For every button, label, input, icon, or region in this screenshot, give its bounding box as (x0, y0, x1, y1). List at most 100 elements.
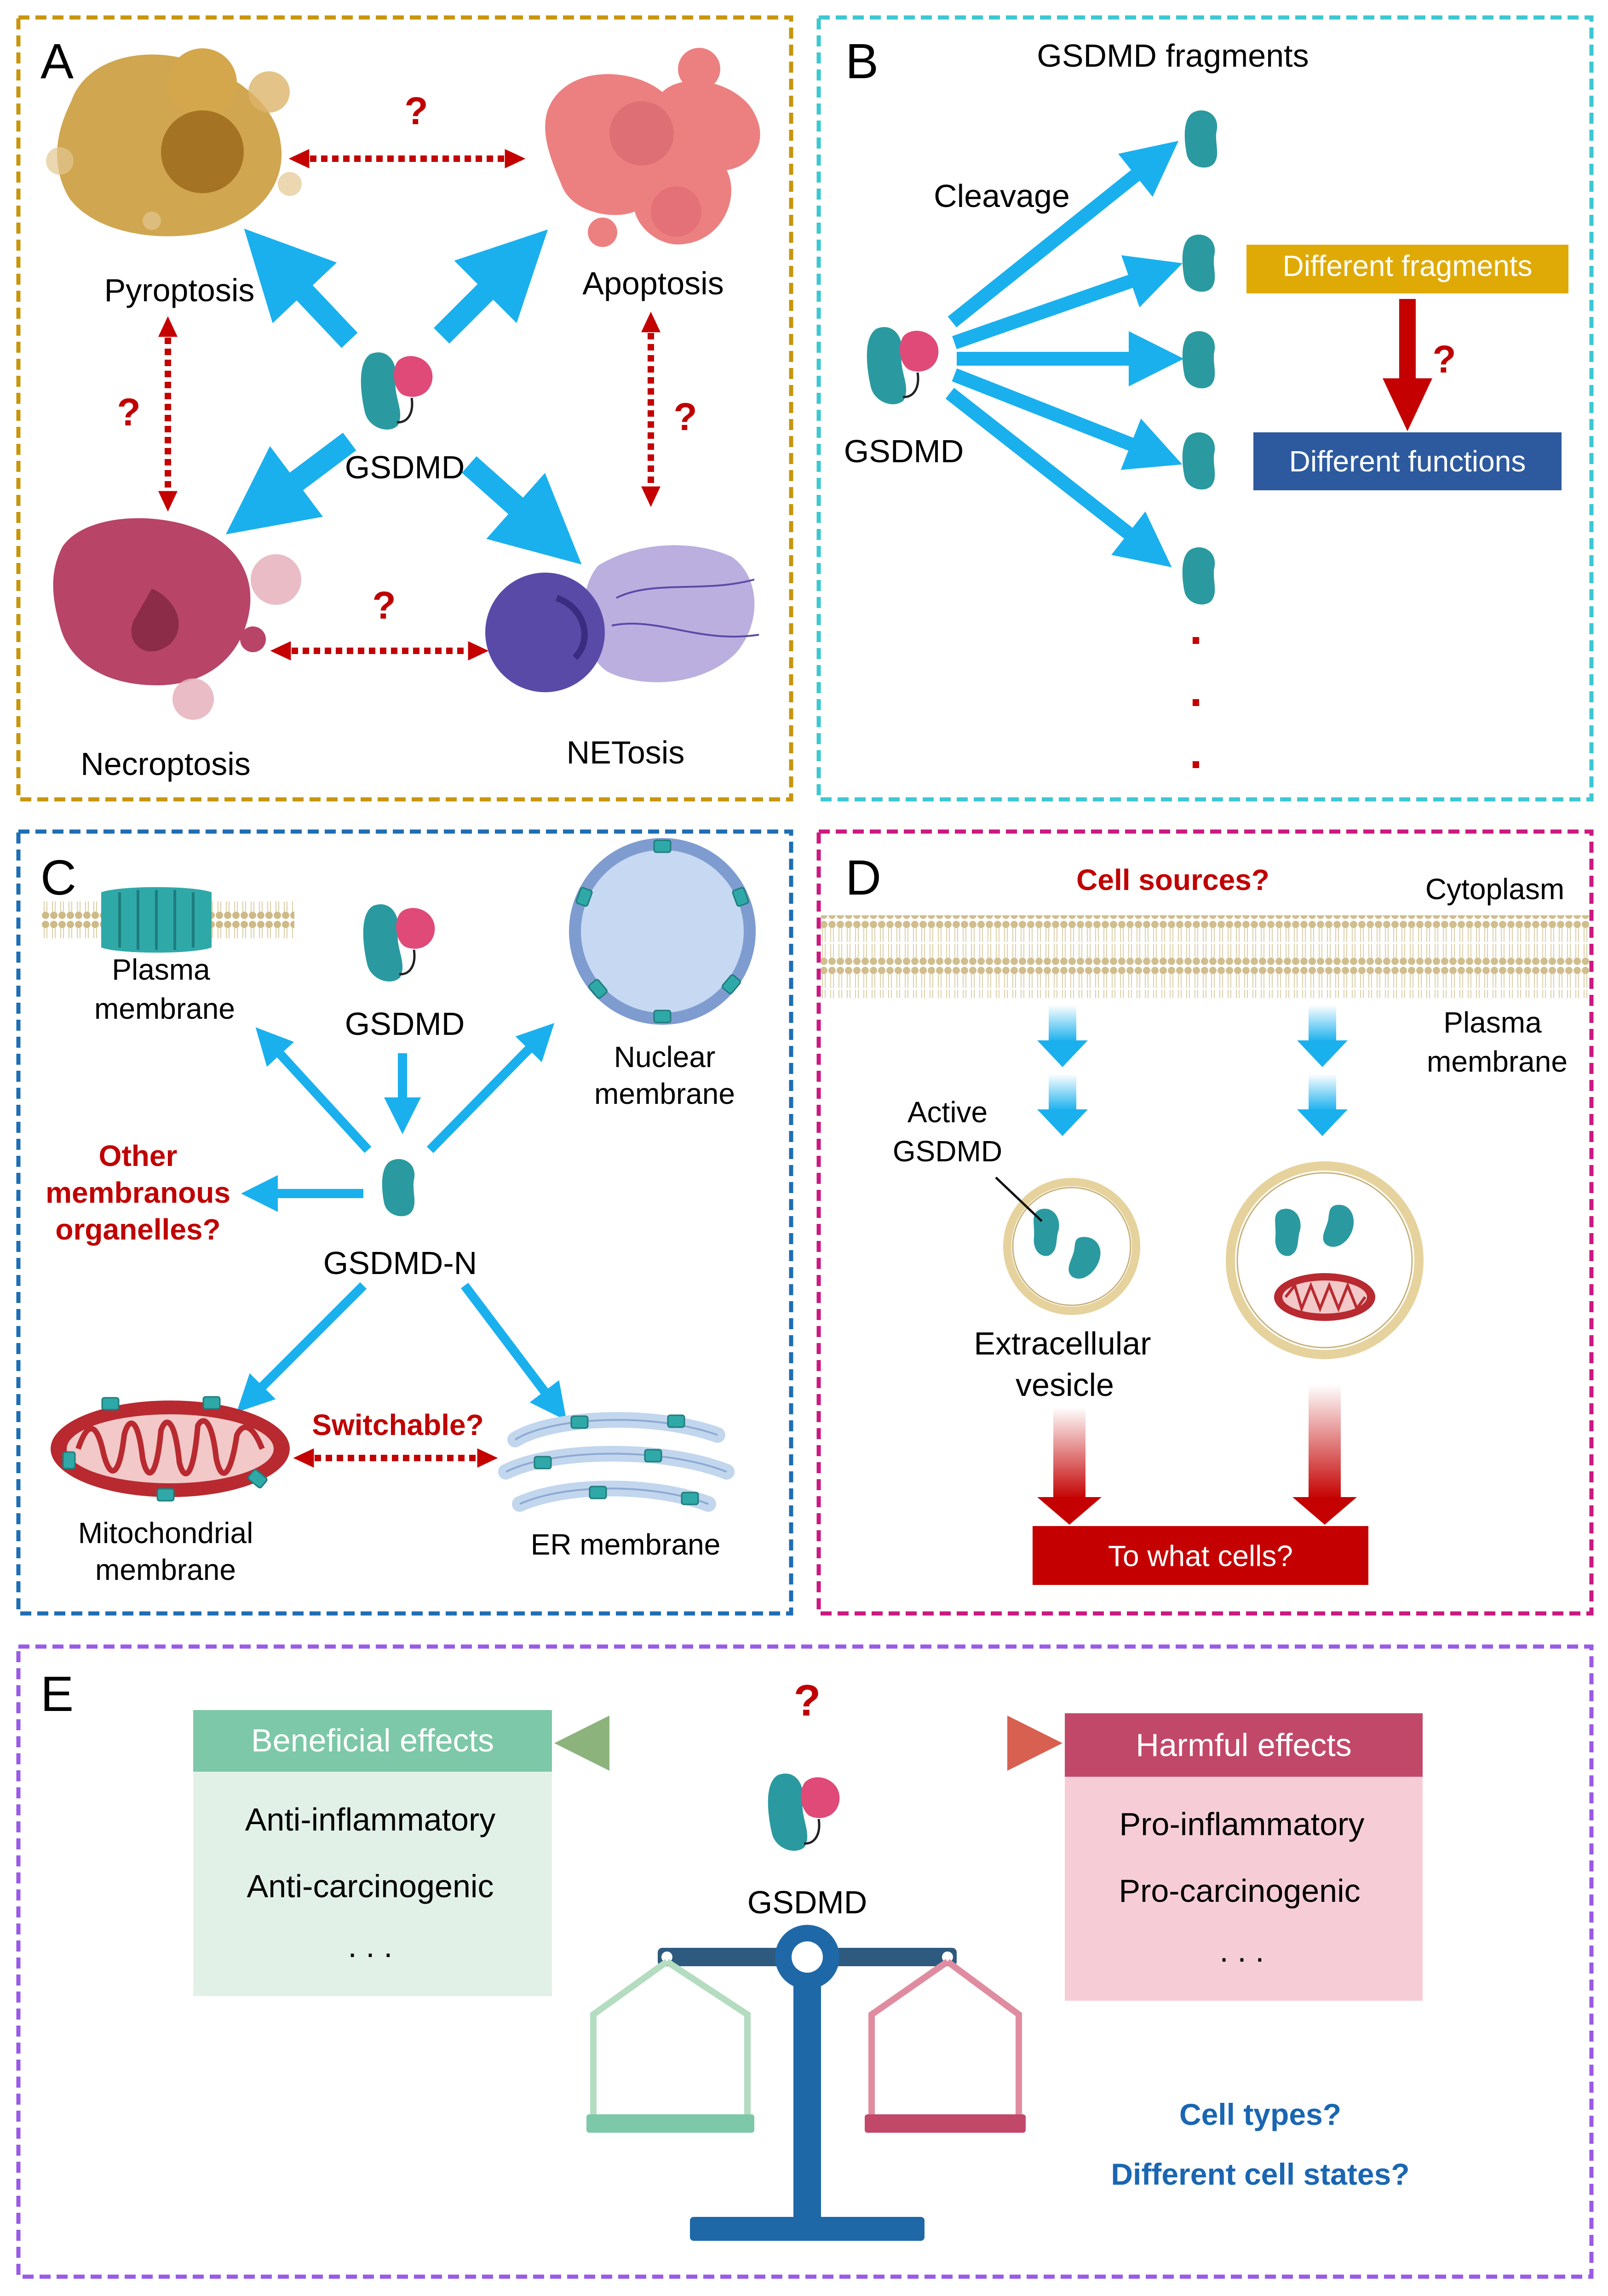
fragment-1 (1184, 110, 1217, 168)
other-organelles-1: Other (99, 1139, 178, 1172)
panel-e-gsdmd-protein (768, 1774, 840, 1851)
effects-balance-arrow (554, 1716, 1062, 1771)
fragment-5 (1182, 547, 1215, 605)
plasma-membrane-d-2: membrane (1427, 1045, 1568, 1078)
panel-c-letter: C (40, 850, 76, 905)
ellipsis-dot-3: . (1189, 727, 1202, 778)
er-membrane-label: ER membrane (531, 1528, 721, 1561)
pyro-apop-question: ? (404, 89, 428, 132)
other-organelles-2: membranous (46, 1176, 230, 1209)
er-graphic (498, 1412, 735, 1512)
ellipsis-dot-2: . (1189, 665, 1202, 716)
target-cells-box (1033, 1526, 1368, 1585)
lipid-bilayer (821, 915, 1589, 998)
plasma-membrane-d-1: Plasma (1443, 1006, 1542, 1039)
switchable-label: Switchable? (312, 1408, 483, 1441)
cleavage-label: Cleavage (934, 178, 1070, 214)
right-delivery-arrow (1292, 1384, 1357, 1525)
ev-label-1: Extracellular (974, 1326, 1151, 1361)
beneficial-item-1: Anti-inflammatory (245, 1802, 496, 1837)
fragments-box-label: Different fragments (1282, 249, 1532, 282)
arrow-to-necroptosis (225, 432, 356, 534)
active-gsdmd-label-1: Active (907, 1096, 988, 1129)
fragment-4 (1182, 432, 1215, 490)
plasma-membrane-label-1: Plasma (112, 953, 210, 986)
necro-net-question: ? (372, 584, 396, 627)
panel-a-letter: A (40, 33, 74, 89)
panel-c: C Plasma membrane GSDMD Nuclear membrane… (16, 829, 793, 1616)
beneficial-item-3: . . . (348, 1928, 392, 1964)
other-organelles-3: organelles? (55, 1213, 220, 1246)
harmful-body (1065, 1777, 1423, 2001)
fragment-arrows (945, 141, 1184, 568)
arrow-to-apoptosis (434, 229, 548, 344)
pyroptosis-cell (46, 48, 302, 236)
small-vesicle (995, 1177, 1140, 1315)
necroptosis-label: Necroptosis (80, 746, 251, 782)
panel-a-border (16, 15, 793, 802)
nuclear-membrane-label-1: Nuclear (614, 1040, 716, 1073)
netosis-label: NETosis (567, 735, 685, 770)
panel-b-title: GSDMD fragments (1037, 38, 1309, 74)
large-vesicle (1226, 1161, 1424, 1359)
beneficial-item-2: Anti-carcinogenic (247, 1868, 494, 1904)
panel-d: D Cell sources? Cytoplasm Plasma membran… (816, 829, 1594, 1616)
harmful-header (1065, 1713, 1423, 1777)
panel-c-gsdmd-protein (363, 904, 435, 982)
balance-scale (586, 1925, 1026, 2241)
arrow-to-netosis (462, 456, 582, 565)
panel-d-border (816, 829, 1594, 1616)
mito-membrane-label-2: membrane (95, 1553, 236, 1586)
panel-a: A Pyroptosis Apoptosis (16, 15, 793, 802)
fragment-3 (1182, 331, 1215, 389)
beneficial-header-label: Beneficial effects (251, 1722, 494, 1758)
left-delivery-arrow (1037, 1407, 1102, 1525)
plasma-membrane-graphic (41, 887, 294, 953)
panel-b-gsdmd-protein (867, 327, 939, 404)
right-secretion-arrows (1297, 1005, 1348, 1136)
apoptosis-cell (545, 48, 760, 247)
apop-net-question: ? (673, 395, 697, 438)
harmful-header-label: Harmful effects (1136, 1727, 1351, 1763)
n-to-mito-arrow (236, 1282, 367, 1412)
active-gsdmd-label-2: GSDMD (893, 1135, 1002, 1168)
functions-box-label: Different functions (1289, 445, 1526, 478)
functions-box (1253, 432, 1562, 490)
panel-b-letter: B (845, 33, 879, 89)
cell-states-label: Different cell states? (1111, 2157, 1409, 2191)
apoptosis-label: Apoptosis (582, 265, 724, 301)
ev-label-2: vesicle (1016, 1367, 1114, 1403)
panel-b-question: ? (1432, 338, 1456, 381)
pyroptosis-label: Pyroptosis (104, 272, 255, 308)
panel-c-border (16, 829, 793, 1616)
nuclear-membrane-graphic (569, 838, 756, 1025)
harmful-item-1: Pro-inflammatory (1120, 1806, 1365, 1842)
panel-e: E Beneficial effects Anti-inflammatory A… (16, 1644, 1594, 2279)
panel-e-border (16, 1644, 1594, 2279)
n-to-plasma-arrow (255, 1027, 372, 1153)
arrow-to-pyroptosis (244, 229, 358, 348)
harmful-item-2: Pro-carcinogenic (1119, 1873, 1360, 1909)
netosis-cell (485, 545, 759, 692)
ellipsis-dot-1: . (1189, 603, 1202, 654)
panel-b-gsdmd-label: GSDMD (844, 433, 964, 469)
harmful-item-3: . . . (1219, 1933, 1264, 1969)
beneficial-header (193, 1710, 552, 1772)
fragments-box (1246, 245, 1568, 293)
gsdmd-n-label: GSDMD-N (323, 1245, 477, 1281)
pyro-necro-question: ? (117, 390, 140, 434)
nuclear-membrane-label-2: membrane (594, 1077, 735, 1110)
plasma-membrane-label-2: membrane (94, 992, 235, 1025)
mitochondrion-graphic (51, 1396, 290, 1502)
panel-b: B GSDMD fragments Cleavage GSDMD . . . D… (816, 15, 1594, 802)
cell-types-label: Cell types? (1179, 2097, 1341, 2131)
panel-e-letter: E (40, 1666, 74, 1722)
left-secretion-arrows (1037, 1005, 1088, 1136)
n-to-er-arrow (461, 1282, 567, 1421)
panel-e-gsdmd-label: GSDMD (747, 1884, 867, 1920)
cytoplasm-label: Cytoplasm (1425, 872, 1564, 906)
cell-sources-label: Cell sources? (1076, 863, 1269, 896)
necroptosis-cell (53, 518, 301, 720)
panel-e-question: ? (794, 1676, 821, 1725)
